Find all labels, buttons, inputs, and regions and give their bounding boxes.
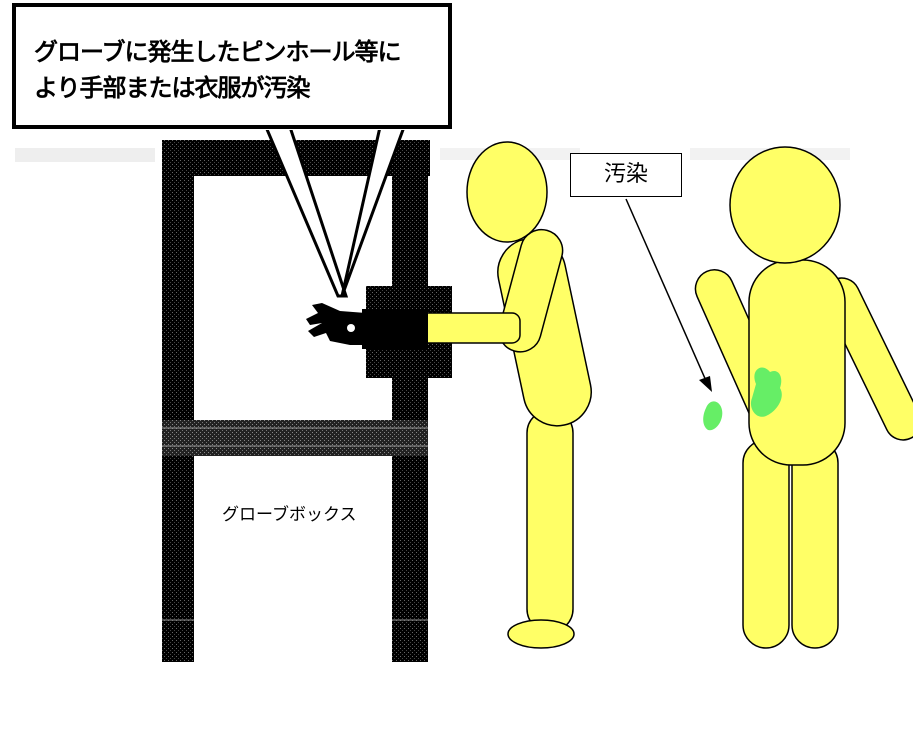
glove	[306, 303, 428, 349]
glovebox-label: グローブボックス	[222, 500, 357, 525]
contamination-spot-hand	[703, 401, 723, 431]
contamination-spots	[703, 367, 782, 431]
glovebox-middle-bar	[162, 420, 428, 456]
figure-right-leg	[791, 439, 839, 649]
worker-foot	[507, 619, 575, 649]
glovebox	[162, 140, 452, 662]
worker-head	[466, 141, 548, 243]
background-haze	[15, 148, 850, 162]
pinhole-callout: グローブに発生したピンホール等に より手部または衣服が汚染	[12, 3, 452, 129]
figure-torso	[748, 259, 846, 466]
arrow-head-icon	[699, 376, 712, 392]
figure-left-leg	[742, 439, 790, 649]
figure-head	[729, 146, 841, 264]
worker-figure	[419, 141, 592, 649]
pinhole-callout-line1: グローブに発生したピンホール等に	[34, 38, 402, 66]
contamination-pointer	[625, 198, 712, 392]
pinhole-icon	[347, 324, 355, 332]
contaminated-figure	[694, 146, 913, 649]
contamination-spot-torso	[750, 367, 782, 417]
glovebox-right-post	[392, 140, 428, 662]
worker-forearm	[419, 312, 521, 344]
glovebox-left-post	[162, 140, 194, 662]
contamination-label: 汚染	[570, 153, 682, 197]
worker-leg	[526, 409, 574, 633]
pinhole-callout-line2: より手部または衣服が汚染	[34, 74, 311, 102]
